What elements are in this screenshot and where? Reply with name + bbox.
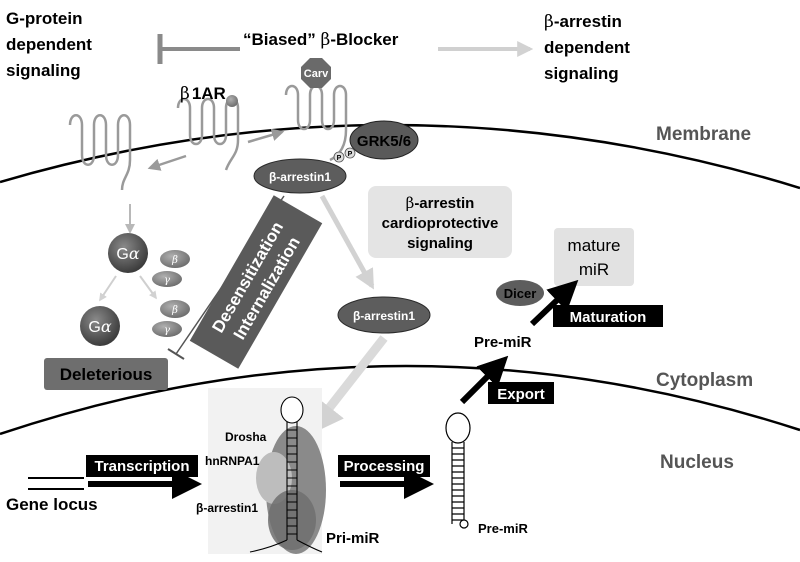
svg-text:signaling: signaling — [6, 61, 81, 80]
maturation-label: Maturation — [570, 309, 647, 326]
svg-text:β: β — [171, 255, 178, 266]
inhibition-bar-icon — [157, 34, 240, 64]
receptor-activation-arrow — [247, 128, 285, 144]
maturation-box — [553, 305, 663, 327]
receptor-inactivation-arrow — [147, 154, 187, 171]
beta-subunit-upper-icon — [160, 250, 190, 268]
cardioprotective-box — [368, 186, 512, 258]
biased-beta-blocker-title: “Biased” β-Blocker — [243, 30, 399, 50]
premir-cytoplasm-label: Pre-miR — [474, 334, 532, 351]
cardioprotective-line1: β-arrestin — [406, 194, 475, 212]
processing-box — [338, 455, 430, 477]
carvedilol-label: Carv — [304, 68, 329, 80]
export-box — [488, 382, 554, 404]
svg-text:P: P — [348, 151, 353, 158]
deleterious-label: Deleterious — [60, 365, 153, 384]
hnrnpa1-label: hnRNPA1 — [205, 454, 260, 468]
grk56-ellipse — [349, 120, 419, 160]
galpha-upper-label: Gα — [116, 244, 139, 263]
svg-text:G-protein: G-protein — [6, 9, 83, 28]
primir-label: Pri-miR — [326, 530, 380, 547]
primir-hairpin-icon — [249, 396, 323, 553]
inhibition-cap-icon — [167, 348, 185, 360]
svg-text:P: P — [337, 155, 342, 162]
arrestin1-cytoplasm-ellipse — [337, 296, 431, 334]
arrestin1-cytoplasm-label: β-arrestin1 — [353, 309, 415, 323]
arrestin1-nucleus-label: β-arrestin1 — [196, 501, 258, 515]
membrane-label: Membrane — [656, 124, 751, 145]
premir-nucleus-label: Pre-miR — [478, 521, 528, 536]
nuclear-entry-arrow — [307, 335, 388, 436]
processing-label: Processing — [344, 458, 425, 475]
svg-text:β: β — [171, 305, 178, 316]
gprotein-signaling-label: G-protein dependent signaling — [6, 9, 92, 80]
mature-mir-line1: mature — [568, 236, 621, 255]
svg-text:γ: γ — [164, 275, 170, 286]
cytoplasm-label: Cytoplasm — [656, 370, 753, 391]
svg-text:β-arrestin: β-arrestin — [544, 12, 622, 32]
galpha-lower-ball-icon — [80, 306, 120, 346]
svg-text:dependent: dependent — [544, 38, 630, 57]
arrestin1-membrane-ellipse — [253, 158, 347, 194]
desensitization-internalization-box: Desensitization Internalization — [189, 195, 323, 369]
galpha-dissociation-arrow — [99, 275, 117, 302]
gamma-subunit-lower-icon — [152, 321, 182, 337]
nuclear-envelope-curve — [0, 364, 800, 436]
deleterious-box — [44, 358, 168, 390]
phosphate-icon: P P — [333, 147, 356, 163]
arrestin-translocation-arrow — [319, 194, 375, 290]
dicer-ellipse — [496, 280, 544, 306]
gbetagamma-dissociation-arrow — [139, 275, 157, 300]
export-arrow — [459, 355, 509, 405]
cardioprotective-line3: signaling — [407, 235, 473, 252]
ligand-dot-icon — [226, 95, 238, 107]
dicer-label: Dicer — [504, 286, 537, 301]
svg-text:signaling: signaling — [544, 64, 619, 83]
gene-locus-label: Gene locus — [6, 495, 98, 514]
galpha-lower-label: Gα — [88, 317, 111, 336]
beta1ar-receptor-icon — [176, 97, 240, 171]
transcription-box — [86, 455, 198, 477]
gamma-subunit-upper-icon — [152, 271, 182, 287]
drosha-label: Drosha — [225, 430, 267, 444]
maturation-arrow — [529, 279, 579, 327]
arrestin1-nucleus-ellipse — [268, 490, 316, 550]
hnrnpa1-ellipse — [256, 452, 292, 504]
arrestin1-membrane-label: β-arrestin1 — [269, 170, 331, 184]
transcription-label: Transcription — [94, 458, 189, 475]
arrestin-signaling-label: β-arrestin dependent signaling — [544, 12, 630, 83]
export-label: Export — [497, 386, 545, 403]
svg-text:dependent: dependent — [6, 35, 92, 54]
receptor-left-icon — [68, 114, 132, 191]
premir-hairpin-icon — [445, 412, 471, 529]
beta-subunit-lower-icon — [160, 300, 190, 318]
receptor-right-icon — [284, 84, 348, 162]
nucleus-label: Nucleus — [660, 452, 734, 473]
grk56-label: GRK5/6 — [357, 133, 411, 150]
galpha-upper-ball-icon — [108, 233, 148, 273]
mature-mir-line2: miR — [579, 260, 609, 279]
svg-text:γ: γ — [164, 325, 170, 336]
mature-mir-box — [554, 228, 634, 286]
cardioprotective-line2: cardioprotective — [382, 215, 499, 232]
carvedilol-octagon-icon — [301, 58, 331, 88]
